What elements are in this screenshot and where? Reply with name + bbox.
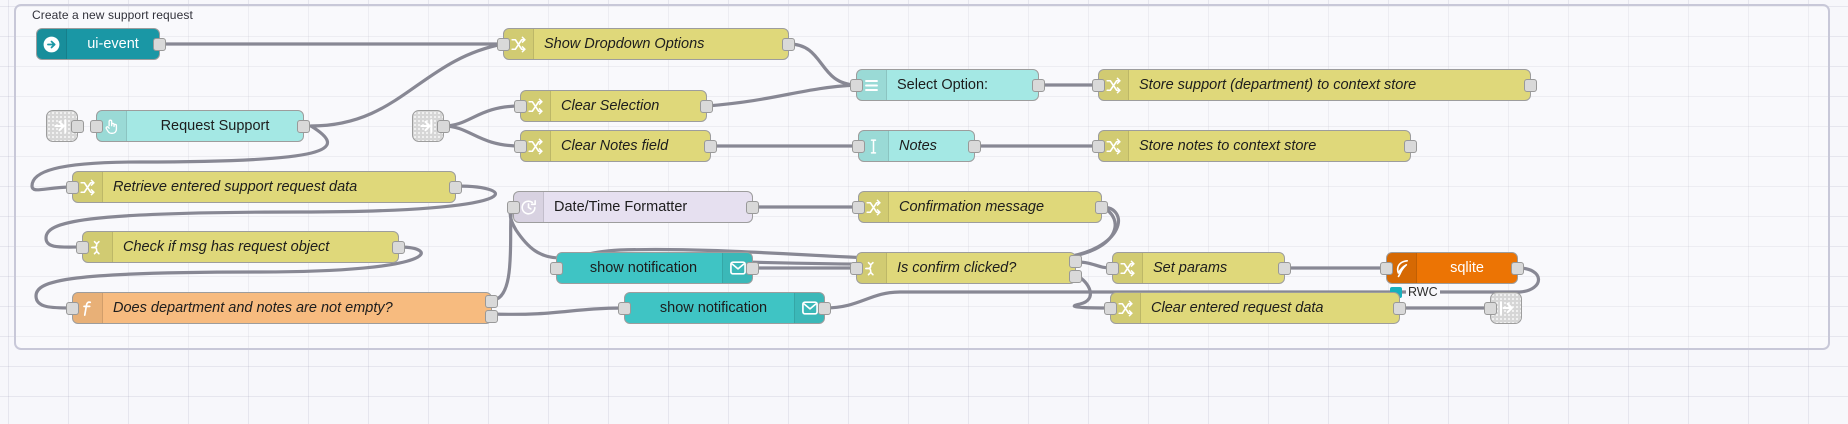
node-label: Clear Selection xyxy=(561,98,660,114)
node-label: Date/Time Formatter xyxy=(554,199,688,215)
input-port[interactable] xyxy=(852,140,865,153)
node-label: Select Option: xyxy=(897,77,989,93)
node-label: show notification xyxy=(589,260,698,276)
link-in-icon xyxy=(54,119,67,133)
input-port[interactable] xyxy=(1380,262,1393,275)
output-port[interactable] xyxy=(1095,201,1108,214)
node-show-dropdown-options[interactable]: Show Dropdown Options xyxy=(497,28,795,60)
node-label: Store support (department) to context st… xyxy=(1139,77,1417,93)
output-port-1[interactable] xyxy=(1069,255,1082,268)
node-label: Confirmation message xyxy=(899,199,1045,215)
node-label: Retrieve entered support request data xyxy=(113,179,358,195)
output-port[interactable] xyxy=(1524,79,1537,92)
node-sqlite[interactable]: sqlite xyxy=(1380,252,1524,284)
output-port[interactable] xyxy=(782,38,795,51)
node-link-out-1[interactable] xyxy=(1484,292,1522,324)
node-confirmation-message[interactable]: Confirmation message xyxy=(852,191,1108,223)
input-port[interactable] xyxy=(76,241,89,254)
node-set-params[interactable]: Set params xyxy=(1106,252,1291,284)
node-ui-event[interactable]: ui-event xyxy=(36,28,166,60)
output-port[interactable] xyxy=(704,140,717,153)
arrow-circle-right-icon xyxy=(37,29,67,59)
node-store-support-to-context-store[interactable]: Store support (department) to context st… xyxy=(1092,69,1537,101)
node-label: Clear Notes field xyxy=(561,138,669,154)
node-retrieve-entered-support-request-data[interactable]: Retrieve entered support request data xyxy=(66,171,462,203)
node-label: Notes xyxy=(899,138,937,154)
output-port[interactable] xyxy=(1511,262,1524,275)
input-port[interactable] xyxy=(550,262,563,275)
node-link-in-1[interactable] xyxy=(46,110,84,142)
output-port[interactable] xyxy=(1278,262,1291,275)
node-clear-entered-request-data[interactable]: Clear entered request data xyxy=(1104,292,1406,324)
input-port[interactable] xyxy=(514,100,527,113)
node-label: Is confirm clicked? xyxy=(897,260,1017,276)
input-port[interactable] xyxy=(850,262,863,275)
input-port[interactable] xyxy=(66,181,79,194)
node-label: Set params xyxy=(1153,260,1228,276)
node-request-support[interactable]: Request Support xyxy=(90,110,310,142)
node-show-notification-1[interactable]: show notification xyxy=(550,252,759,284)
output-port[interactable] xyxy=(968,140,981,153)
input-port[interactable] xyxy=(618,302,631,315)
node-does-department-and-notes-are-not-empty[interactable]: Does department and notes are not empty? xyxy=(66,292,498,324)
output-port[interactable] xyxy=(700,100,713,113)
node-clear-selection[interactable]: Clear Selection xyxy=(514,90,713,122)
node-store-notes-to-context-store[interactable]: Store notes to context store xyxy=(1092,130,1417,162)
node-check-if-msg-has-request-object[interactable]: Check if msg has request object xyxy=(76,231,405,263)
node-label: Show Dropdown Options xyxy=(544,36,705,52)
output-port[interactable] xyxy=(297,120,310,133)
change-node-icon xyxy=(521,91,551,121)
link-in-icon xyxy=(420,119,433,133)
node-show-notification-2[interactable]: show notification xyxy=(618,292,831,324)
output-port[interactable] xyxy=(1393,302,1406,315)
node-notes[interactable]: Notes xyxy=(852,130,981,162)
input-port[interactable] xyxy=(850,79,863,92)
link-out-icon xyxy=(1500,301,1513,315)
node-select-option[interactable]: Select Option: xyxy=(850,69,1045,101)
node-label: Check if msg has request object xyxy=(123,239,330,255)
node-label: ui-event xyxy=(87,36,139,52)
input-port[interactable] xyxy=(66,302,79,315)
node-label: Store notes to context store xyxy=(1139,138,1317,154)
input-port[interactable] xyxy=(1092,79,1105,92)
input-port[interactable] xyxy=(497,38,510,51)
input-port[interactable] xyxy=(514,140,527,153)
output-port-1[interactable] xyxy=(485,295,498,308)
output-port[interactable] xyxy=(153,38,166,51)
node-is-confirm-clicked[interactable]: Is confirm clicked? xyxy=(850,252,1082,284)
output-port[interactable] xyxy=(392,241,405,254)
group-label: Create a new support request xyxy=(32,8,193,22)
output-port[interactable] xyxy=(818,302,831,315)
input-port[interactable] xyxy=(1106,262,1119,275)
node-label: show notification xyxy=(659,300,768,316)
node-label: sqlite xyxy=(1450,260,1484,276)
input-port[interactable] xyxy=(507,201,520,214)
output-port[interactable] xyxy=(746,262,759,275)
output-port[interactable] xyxy=(437,120,450,133)
node-link-in-2[interactable] xyxy=(412,110,450,142)
status-text: RWC xyxy=(1406,285,1440,299)
input-port[interactable] xyxy=(1484,302,1497,315)
node-label: Clear entered request data xyxy=(1151,300,1324,316)
node-label: Request Support xyxy=(160,118,270,134)
output-port[interactable] xyxy=(1032,79,1045,92)
output-port[interactable] xyxy=(71,120,84,133)
node-clear-notes-field[interactable]: Clear Notes field xyxy=(514,130,717,162)
input-port[interactable] xyxy=(1092,140,1105,153)
output-port[interactable] xyxy=(1404,140,1417,153)
output-port-2[interactable] xyxy=(485,310,498,323)
output-port[interactable] xyxy=(746,201,759,214)
input-port[interactable] xyxy=(852,201,865,214)
input-port[interactable] xyxy=(1104,302,1117,315)
node-date-time-formatter[interactable]: Date/Time Formatter xyxy=(507,191,759,223)
output-port-2[interactable] xyxy=(1069,270,1082,283)
input-port[interactable] xyxy=(90,120,103,133)
output-port[interactable] xyxy=(449,181,462,194)
node-label: Does department and notes are not empty? xyxy=(113,300,393,316)
